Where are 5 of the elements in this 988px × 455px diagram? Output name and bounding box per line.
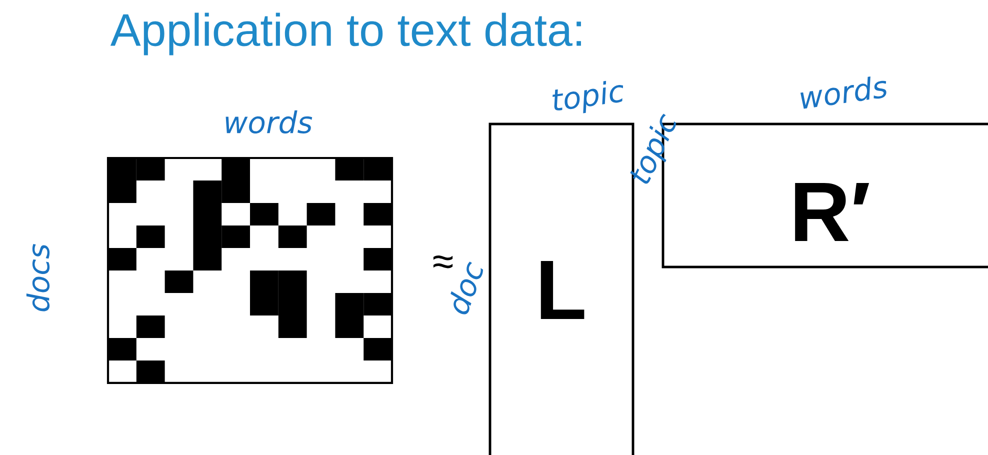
handwritten-label: topic [552, 80, 624, 114]
title: Application to text data: [110, 12, 581, 56]
handwritten-label: words [226, 110, 312, 134]
handwritten-label: docs [26, 244, 50, 312]
approx-symbol: ≈ [433, 255, 453, 268]
